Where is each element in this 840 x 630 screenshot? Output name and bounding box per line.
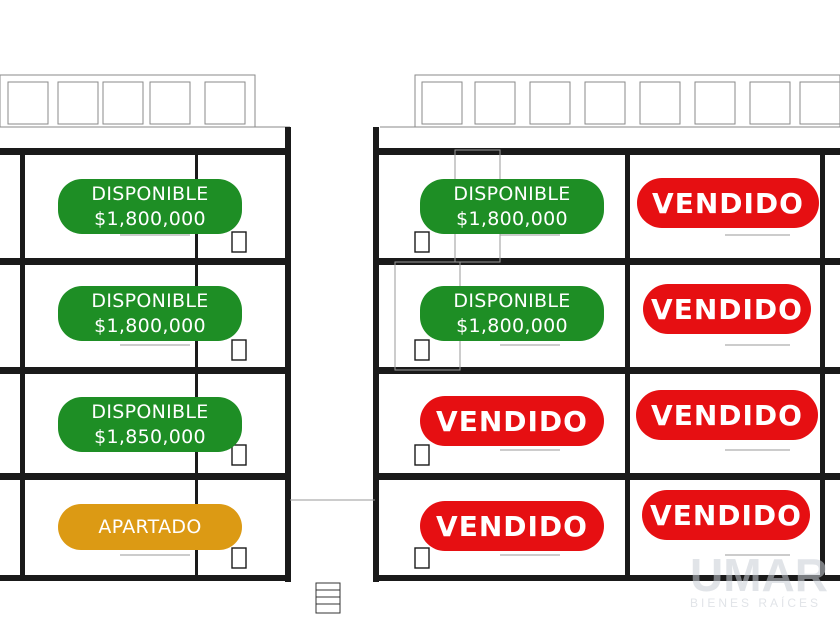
unit-status: DISPONIBLE bbox=[453, 289, 571, 312]
unit-badge-izq-3[interactable]: DISPONIBLE $1,850,000 bbox=[58, 397, 242, 452]
unit-price: $1,800,000 bbox=[456, 207, 568, 230]
roof-tanks-right bbox=[380, 74, 840, 128]
unit-badge-cen-2[interactable]: DISPONIBLE $1,800,000 bbox=[420, 286, 604, 341]
unit-status: DISPONIBLE bbox=[91, 400, 209, 423]
ground-shaft bbox=[315, 582, 341, 614]
unit-status: VENDIDO bbox=[436, 509, 588, 543]
unit-status: VENDIDO bbox=[436, 404, 588, 438]
unit-badge-cen-4[interactable]: VENDIDO bbox=[420, 501, 604, 551]
unit-price: $1,850,000 bbox=[94, 425, 206, 448]
left-tower-structure bbox=[0, 127, 291, 582]
unit-price: $1,800,000 bbox=[456, 314, 568, 337]
unit-status: VENDIDO bbox=[650, 498, 802, 532]
unit-status: DISPONIBLE bbox=[453, 182, 571, 205]
unit-badge-der-2[interactable]: VENDIDO bbox=[643, 284, 811, 334]
unit-status: APARTADO bbox=[98, 515, 202, 538]
unit-status: VENDIDO bbox=[651, 292, 803, 326]
unit-badge-cen-1[interactable]: DISPONIBLE $1,800,000 bbox=[420, 179, 604, 234]
unit-badge-der-3[interactable]: VENDIDO bbox=[636, 390, 818, 440]
unit-badge-izq-4[interactable]: APARTADO bbox=[58, 504, 242, 550]
roof-tanks-left bbox=[0, 74, 290, 128]
right-tower-structure bbox=[373, 127, 840, 582]
unit-status: DISPONIBLE bbox=[91, 289, 209, 312]
watermark-brand: UMAR bbox=[690, 549, 828, 601]
unit-price: $1,800,000 bbox=[94, 314, 206, 337]
unit-badge-cen-3[interactable]: VENDIDO bbox=[420, 396, 604, 446]
unit-badge-der-1[interactable]: VENDIDO bbox=[637, 178, 819, 228]
unit-badge-izq-2[interactable]: DISPONIBLE $1,800,000 bbox=[58, 286, 242, 341]
unit-status: DISPONIBLE bbox=[91, 182, 209, 205]
unit-badge-izq-1[interactable]: DISPONIBLE $1,800,000 bbox=[58, 179, 242, 234]
unit-price: $1,800,000 bbox=[94, 207, 206, 230]
watermark-tagline: BIENES RAÍCES bbox=[690, 596, 822, 610]
unit-badge-der-4[interactable]: VENDIDO bbox=[642, 490, 810, 540]
unit-status: VENDIDO bbox=[651, 398, 803, 432]
fixtures bbox=[231, 231, 430, 569]
unit-status: VENDIDO bbox=[652, 186, 804, 220]
